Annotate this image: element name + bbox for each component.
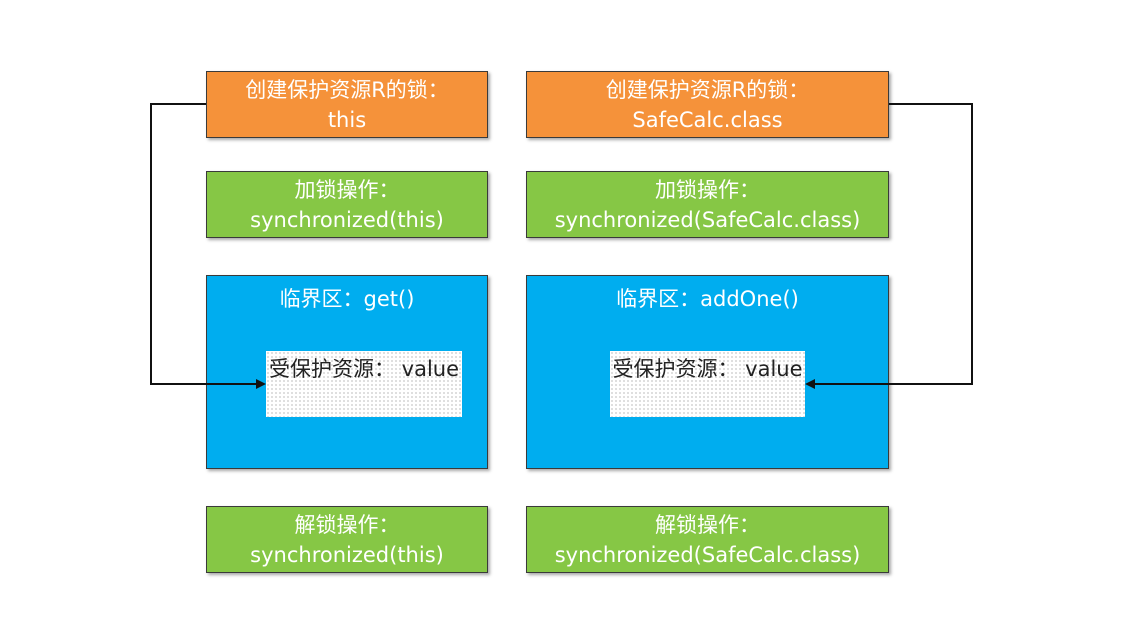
right-lock-label: 创建保护资源R的锁： xyxy=(605,78,810,102)
right-release-code: synchronized(SafeCalc.class) xyxy=(554,543,861,567)
left-lock-label: 创建保护资源R的锁： xyxy=(245,78,449,102)
left-acquire-box: 加锁操作： synchronized(this) xyxy=(206,171,488,238)
left-resource-value: value xyxy=(401,357,460,381)
right-critical-title: 临界区：addOne() xyxy=(616,287,799,311)
left-protected-resource: 受保护资源： value xyxy=(266,351,462,417)
left-lock-box: 创建保护资源R的锁： this xyxy=(206,71,488,138)
left-acquire-code: synchronized(this) xyxy=(250,208,444,232)
right-protected-resource: 受保护资源： value xyxy=(610,351,805,417)
right-lock-object: SafeCalc.class xyxy=(632,108,783,132)
right-release-label: 解锁操作： xyxy=(655,513,760,537)
left-release-box: 解锁操作： synchronized(this) xyxy=(206,506,488,573)
left-release-code: synchronized(this) xyxy=(250,543,444,567)
right-acquire-label: 加锁操作： xyxy=(655,178,760,202)
left-critical-title: 临界区：get() xyxy=(279,287,415,311)
right-resource-label: 受保护资源： xyxy=(612,357,739,381)
right-lock-box: 创建保护资源R的锁： SafeCalc.class xyxy=(526,71,889,138)
right-resource-value: value xyxy=(745,357,803,381)
right-release-box: 解锁操作： synchronized(SafeCalc.class) xyxy=(526,506,889,573)
left-resource-label: 受保护资源： xyxy=(268,357,395,381)
right-acquire-code: synchronized(SafeCalc.class) xyxy=(554,208,861,232)
left-acquire-label: 加锁操作： xyxy=(294,178,400,202)
right-acquire-box: 加锁操作： synchronized(SafeCalc.class) xyxy=(526,171,889,238)
left-lock-object: this xyxy=(327,108,367,132)
left-release-label: 解锁操作： xyxy=(294,513,400,537)
